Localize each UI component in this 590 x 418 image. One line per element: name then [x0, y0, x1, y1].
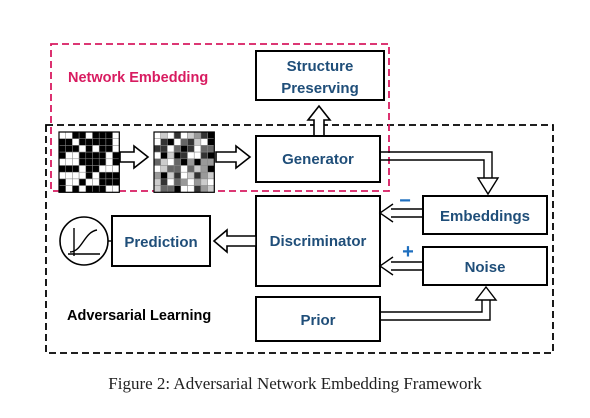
adversarial-learning-label: Adversarial Learning	[67, 308, 211, 324]
embeddings-label: Embeddings	[440, 208, 530, 225]
framework-diagram: Adversarial Learning Network Embedding S…	[45, 43, 554, 354]
prediction-box	[111, 215, 211, 267]
sigmoid-curve-icon	[59, 216, 109, 266]
minus-sign: −	[399, 190, 411, 212]
embeddings-box	[422, 195, 548, 235]
adjacency-matrix-icon	[58, 131, 120, 193]
arrow-generator-to-embeddings	[380, 151, 500, 196]
plus-sign: +	[402, 241, 414, 263]
network-embedding-region	[50, 43, 390, 192]
structure-preserving-box	[255, 50, 385, 101]
discriminator-label: Discriminator	[270, 233, 367, 250]
arrow-discriminator-to-prediction	[212, 228, 257, 254]
generator-box	[255, 135, 381, 183]
noise-label: Noise	[465, 259, 506, 276]
structure-preserving-label-line1: Structure	[287, 58, 354, 75]
structure-preserving-label-line2: Preserving	[281, 80, 359, 97]
discriminator-box	[255, 195, 381, 287]
arrow-noise-to-discriminator	[378, 256, 423, 276]
adversarial-learning-region	[45, 124, 554, 354]
prior-box	[255, 296, 381, 342]
arrow-prior-to-noise	[380, 285, 498, 321]
arrow-matrix-to-matrix	[119, 144, 150, 170]
prior-label: Prior	[300, 312, 335, 329]
arrow-embeddings-to-discriminator	[378, 203, 423, 223]
noise-box	[422, 246, 548, 286]
arrow-generator-to-structure	[306, 104, 332, 137]
arrow-matrix-to-generator	[215, 144, 252, 170]
figure-caption: Figure 2: Adversarial Network Embedding …	[108, 374, 482, 393]
prediction-label: Prediction	[124, 234, 197, 251]
network-embedding-label: Network Embedding	[68, 70, 208, 86]
adjacency-matrix-reconstructed-icon	[153, 131, 215, 193]
generator-label: Generator	[282, 151, 354, 168]
